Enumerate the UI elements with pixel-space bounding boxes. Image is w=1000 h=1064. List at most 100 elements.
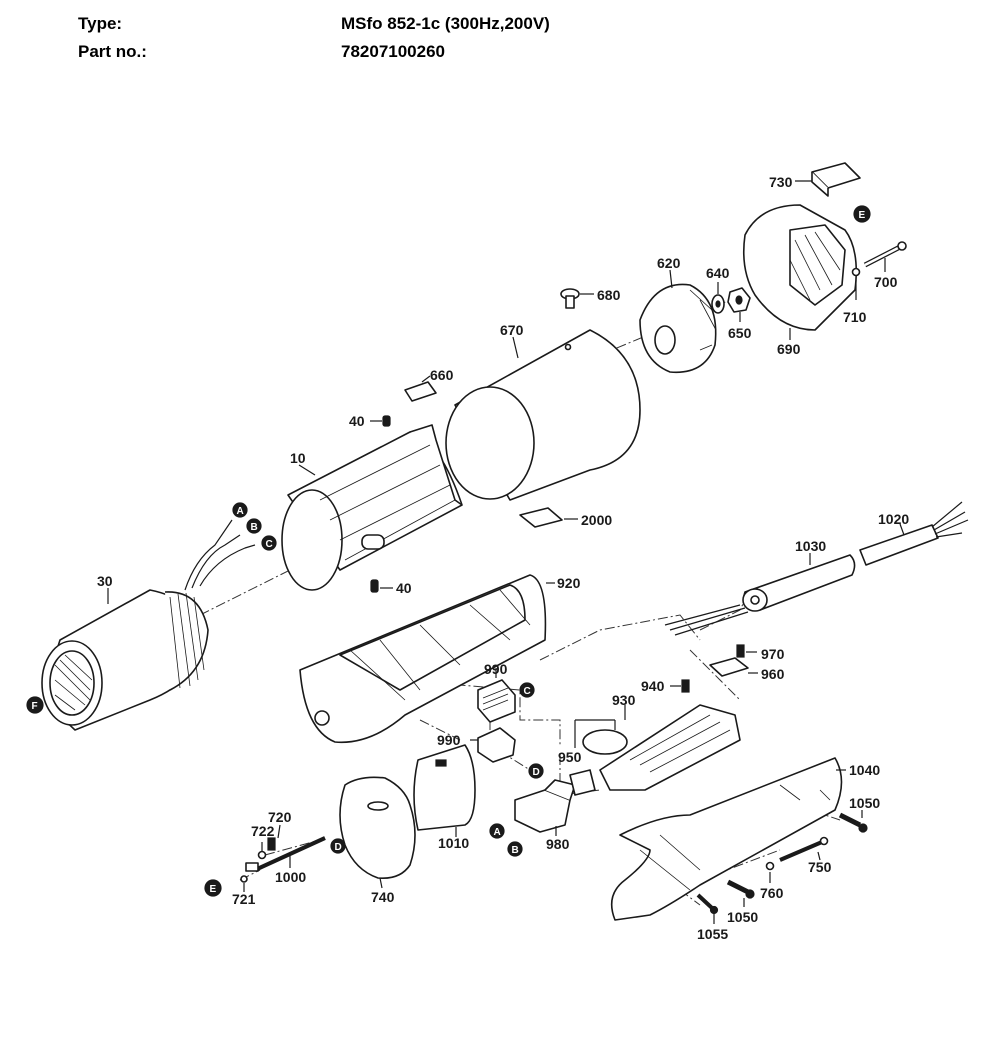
svg-text:720: 720 — [268, 809, 292, 825]
svg-text:1000: 1000 — [275, 869, 306, 885]
svg-text:650: 650 — [728, 325, 752, 341]
plate-740: 740 — [339, 776, 416, 905]
svg-text:690: 690 — [777, 341, 801, 357]
fan-620: 620 — [639, 255, 717, 374]
label-30: 30 — [97, 573, 113, 604]
svg-text:D: D — [335, 842, 342, 853]
svg-text:1020: 1020 — [878, 511, 909, 527]
svg-text:1050: 1050 — [849, 795, 880, 811]
switch-980: 980 — [514, 779, 576, 852]
svg-text:1055: 1055 — [697, 926, 728, 942]
svg-text:10: 10 — [290, 450, 306, 466]
connector-E-top: E — [853, 205, 871, 223]
svg-text:B: B — [512, 845, 519, 856]
svg-text:750: 750 — [808, 859, 832, 875]
connector-C-top: C — [261, 535, 277, 551]
terminal-990-bottom: 990 — [437, 727, 516, 763]
screw-940: 940 — [641, 678, 690, 694]
label-10: 10 — [290, 450, 316, 476]
svg-text:C: C — [266, 539, 273, 550]
housing-10 — [281, 424, 463, 591]
connector-A-top: A — [232, 502, 248, 518]
svg-text:1050: 1050 — [727, 909, 758, 925]
svg-text:B: B — [251, 522, 258, 533]
svg-text:2000: 2000 — [581, 512, 612, 528]
washer-640: 640 — [706, 265, 730, 314]
type-label: Type: — [78, 14, 123, 33]
svg-text:980: 980 — [546, 836, 570, 852]
cable-wires — [664, 604, 749, 636]
screw-970: 970 — [736, 644, 785, 662]
svg-text:D: D — [533, 767, 540, 778]
svg-text:990: 990 — [437, 732, 461, 748]
washer-721: 721 — [232, 875, 256, 907]
svg-text:721: 721 — [232, 891, 256, 907]
screw-720: 720 — [267, 809, 292, 851]
svg-text:700: 700 — [874, 274, 898, 290]
connector-E-rod: E — [204, 879, 222, 897]
svg-text:30: 30 — [97, 573, 113, 589]
connector-D-rod: D — [330, 838, 346, 854]
fan-cover-690: 690 — [742, 204, 858, 357]
handle-920: 920 — [299, 574, 581, 744]
label-670: 670 — [500, 322, 524, 359]
rod-1000: 1000 — [245, 836, 326, 885]
partno-label: Part no.: — [78, 42, 147, 61]
svg-text:760: 760 — [760, 885, 784, 901]
svg-text:1040: 1040 — [849, 762, 880, 778]
svg-text:710: 710 — [843, 309, 867, 325]
svg-text:940: 940 — [641, 678, 665, 694]
cable-1020: 1020 — [859, 501, 969, 566]
connector-F: F — [26, 696, 44, 714]
svg-text:670: 670 — [500, 322, 524, 338]
svg-text:950: 950 — [558, 749, 582, 765]
screw-1055: 1055 — [696, 893, 728, 942]
cable-sleeve-1030: 1030 — [742, 538, 856, 612]
screw-1050-top: 1050 — [838, 795, 880, 833]
svg-text:620: 620 — [657, 255, 681, 271]
connector-C-terminal: C — [519, 682, 535, 698]
cover-670 — [445, 329, 641, 501]
screw-750: 750 — [779, 836, 832, 875]
partno-value: 78207100260 — [341, 42, 446, 61]
svg-text:680: 680 — [597, 287, 621, 303]
svg-text:990: 990 — [484, 661, 508, 677]
washer-710: 710 — [843, 267, 867, 325]
connector-B-top: B — [246, 518, 262, 534]
terminal-990-top: 990 — [477, 661, 516, 723]
screw-1050-bottom: 1050 — [726, 879, 758, 925]
svg-text:970: 970 — [761, 646, 785, 662]
connector-B-switch: B — [507, 841, 523, 857]
svg-text:740: 740 — [371, 889, 395, 905]
svg-text:960: 960 — [761, 666, 785, 682]
svg-text:40: 40 — [349, 413, 365, 429]
type-value: MSfo 852-1c (300Hz,200V) — [341, 14, 550, 33]
part-950: 950 — [558, 719, 628, 796]
nut-650: 650 — [727, 287, 752, 341]
svg-text:660: 660 — [430, 367, 454, 383]
svg-text:E: E — [859, 210, 866, 221]
svg-text:722: 722 — [251, 823, 275, 839]
svg-text:C: C — [524, 686, 531, 697]
connector-D-terminal: D — [528, 763, 544, 779]
washer-722: 722 — [251, 823, 275, 860]
svg-text:A: A — [494, 827, 501, 838]
screw-680: 680 — [560, 287, 621, 309]
svg-text:40: 40 — [396, 580, 412, 596]
svg-text:930: 930 — [612, 692, 636, 708]
screw-700: 700 — [863, 241, 907, 290]
plate-2000: 2000 — [519, 507, 612, 528]
svg-text:A: A — [237, 506, 244, 517]
gasket-1010: 1010 — [413, 744, 476, 851]
switch-housing-930: 930 — [599, 692, 741, 791]
washer-760: 760 — [760, 861, 784, 901]
svg-text:730: 730 — [769, 174, 793, 190]
screw-40-bottom: 40 — [370, 579, 412, 596]
part-730: 730 — [769, 162, 861, 197]
connector-A-switch: A — [489, 823, 505, 839]
handle-1040: 1040 — [610, 757, 880, 921]
part-660: 660 — [404, 367, 454, 402]
svg-text:1010: 1010 — [438, 835, 469, 851]
clamp-960: 960 — [709, 657, 785, 682]
